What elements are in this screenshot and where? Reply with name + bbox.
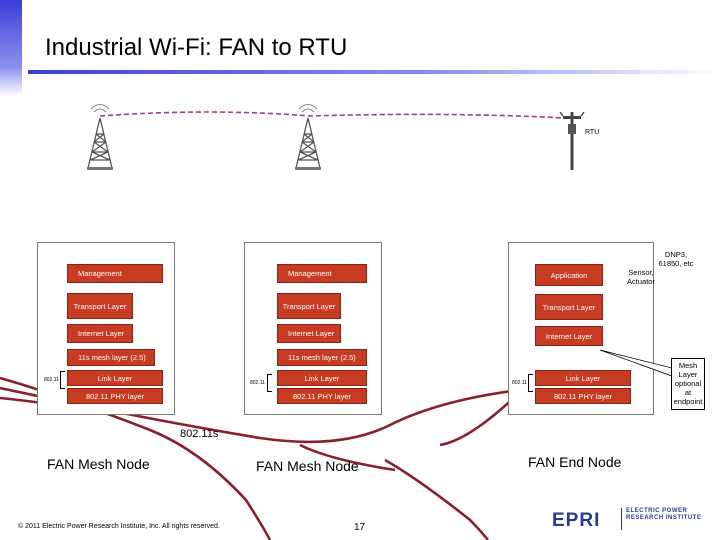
- title-underline: [28, 70, 720, 74]
- copyright-footer: © 2011 Electric Power Research Institute…: [18, 523, 220, 530]
- layer-phy: 802.11 PHY layer: [277, 388, 367, 404]
- layer-mesh: 11s mesh layer (2.5): [277, 349, 367, 366]
- radio-tower-icon: [295, 104, 321, 170]
- layer-transport: Transport Layer: [535, 294, 603, 320]
- layer-management: Management: [277, 264, 367, 283]
- page-number: 17: [354, 522, 366, 533]
- layer-internet: Internet Layer: [535, 326, 603, 346]
- backhaul-link-right: [384, 458, 490, 540]
- radio-tower-icon: [87, 104, 113, 170]
- layer-phy: 802.11 PHY layer: [67, 388, 163, 404]
- layer-link: Link Layer: [535, 370, 631, 386]
- mesh-link-a: [299, 443, 396, 472]
- layer-mesh: 11s mesh layer (2.5): [67, 349, 155, 366]
- protocols-callout: DNP3, 61850, etc: [658, 250, 694, 268]
- mesh-optional-callout: Mesh Layer optional at endpoint: [671, 358, 705, 410]
- epri-logo: EPRI: [552, 510, 601, 531]
- rtu-label: RTU: [585, 129, 600, 136]
- node-caption: FAN End Node: [528, 454, 622, 470]
- stack-bracket: [267, 374, 272, 392]
- bracket-label: 802.11: [512, 380, 527, 386]
- logo-divider: [621, 508, 622, 530]
- layer-link: Link Layer: [277, 370, 367, 386]
- layer-management: Management: [67, 264, 163, 283]
- layer-transport: Transport Layer: [277, 293, 341, 319]
- stack-bracket: [528, 374, 533, 392]
- slide-title: Industrial Wi-Fi: FAN to RTU: [45, 34, 348, 61]
- link-802-11s-label: 802.11s: [180, 428, 219, 440]
- title-accent-bar: [0, 0, 22, 96]
- layer-internet: Internet Layer: [67, 324, 133, 343]
- layer-transport: Transport Layer: [67, 293, 133, 319]
- node-caption: FAN Mesh Node: [256, 458, 359, 474]
- bracket-label: 802.11: [44, 377, 59, 383]
- epri-logo-subtitle: ELECTRIC POWER RESEARCH INSTITUTE: [626, 508, 702, 521]
- layer-internet: Internet Layer: [277, 324, 341, 343]
- wireless-link-dashed: [99, 111, 566, 119]
- sensor-actuator-label: Sensor, Actuator: [627, 268, 655, 286]
- layer-application: Application: [535, 264, 603, 286]
- node-caption: FAN Mesh Node: [47, 456, 150, 472]
- layer-phy: 802.11 PHY layer: [535, 388, 631, 404]
- rtu-pole-icon: [559, 111, 585, 170]
- stack-bracket: [60, 371, 65, 389]
- bracket-label: 802.11: [250, 380, 265, 386]
- layer-link: Link Layer: [67, 370, 163, 386]
